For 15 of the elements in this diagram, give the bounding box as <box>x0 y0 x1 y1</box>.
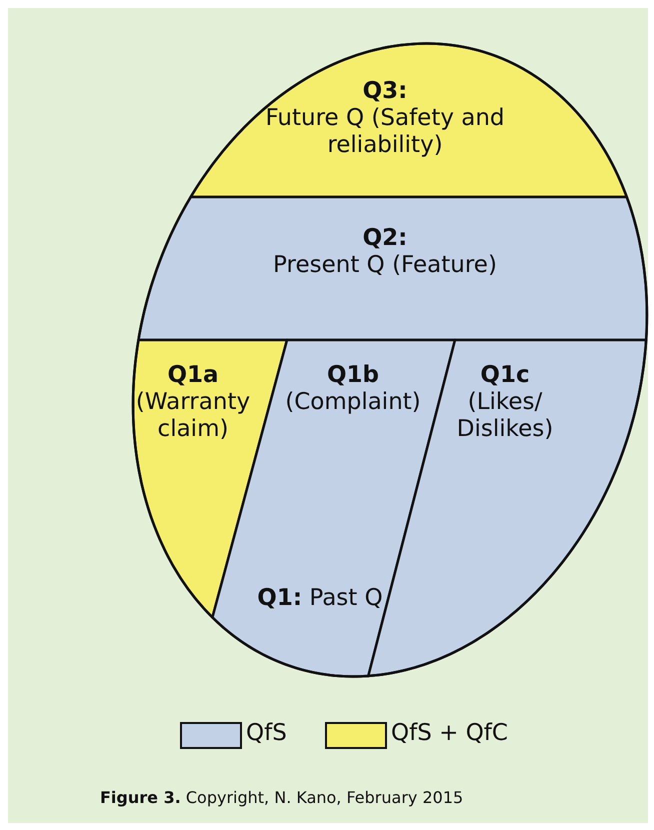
region-heading: Q3: <box>362 78 408 105</box>
legend-label: QfS <box>246 720 287 747</box>
region-text: (Warranty claim) <box>134 389 252 443</box>
region-heading: Q1b <box>326 362 380 389</box>
legend-label: QfS + QfC <box>391 720 508 747</box>
region-label: Q1: Past Q <box>256 585 384 612</box>
region-heading: Q1a <box>166 362 220 389</box>
region-heading: Q2: <box>362 225 408 252</box>
region-text: Present Q (Feature) <box>272 252 498 279</box>
figure-caption: Figure 3. Copyright, N. Kano, February 2015 <box>100 788 464 807</box>
region-text: (Likes/ Dislikes) <box>456 389 554 443</box>
region-text: (Complaint) <box>284 389 422 416</box>
ellipse-segment <box>137 196 648 342</box>
region-text: Future Q (Safety and reliability) <box>264 105 506 159</box>
region-heading: Q1c <box>479 362 531 389</box>
